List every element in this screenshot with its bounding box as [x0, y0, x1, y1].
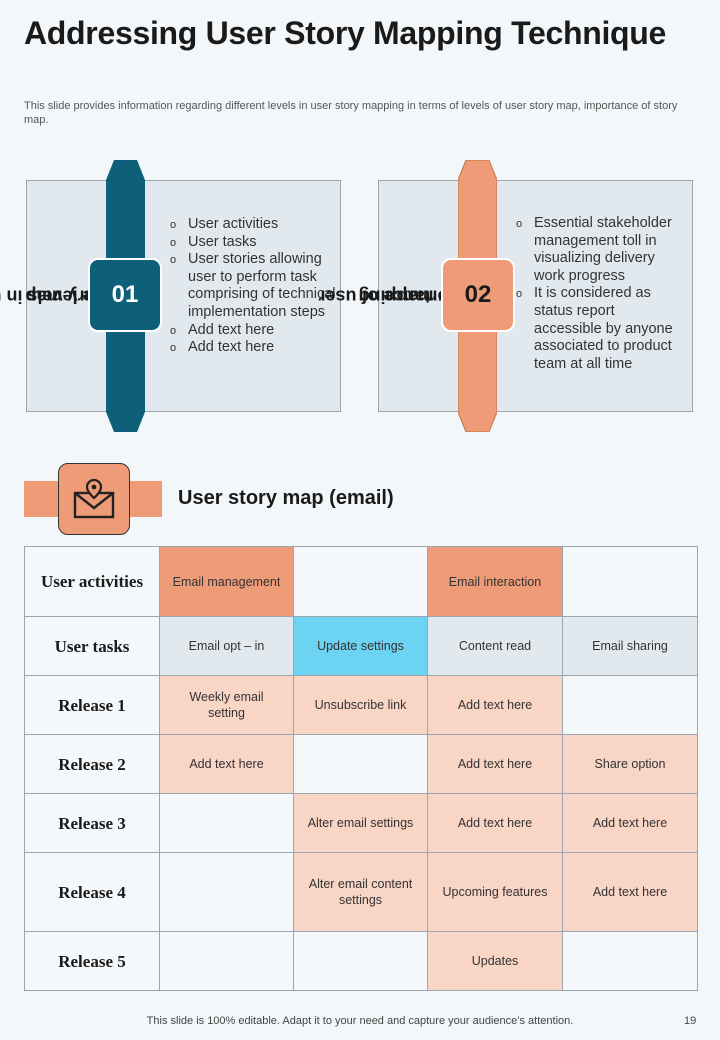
table-cell: Add text here [159, 734, 294, 794]
table-row: User tasks Email opt – in Update setting… [24, 616, 698, 676]
row-header: Release 3 [24, 793, 160, 853]
email-location-icon [58, 463, 130, 535]
table-cell [293, 546, 428, 617]
card-levels-number: 01 [88, 258, 162, 332]
table-cell: Add text here [427, 793, 563, 853]
page-number: 19 [684, 1015, 697, 1027]
bullet-item: Add text here [170, 339, 336, 357]
row-header: Release 1 [24, 675, 160, 735]
row-header: User activities [24, 546, 160, 617]
bullet-item: User activities [170, 216, 336, 234]
row-header: Release 5 [24, 931, 160, 991]
table-cell: Alter email content settings [293, 852, 428, 932]
table-cell: Content read [427, 616, 563, 676]
table-cell [562, 931, 698, 991]
table-cell [293, 734, 428, 794]
table-cell: Email management [159, 546, 294, 617]
table-cell: Upcoming features [427, 852, 563, 932]
page-title: Addressing User Story Mapping Technique [24, 15, 667, 51]
bullet-item: Essential stakeholder management toll in… [516, 215, 686, 285]
table-cell: Update settings [293, 616, 428, 676]
table-cell: Add text here [562, 852, 698, 932]
table-cell: Unsubscribe link [293, 675, 428, 735]
table-cell [159, 852, 294, 932]
table-cell: Add text here [562, 793, 698, 853]
row-header: Release 4 [24, 852, 160, 932]
table-cell [293, 931, 428, 991]
bullet-item: User stories allowing user to perform ta… [170, 251, 336, 321]
card-importance-number: 02 [441, 258, 515, 332]
row-header: Release 2 [24, 734, 160, 794]
table-row: Release 4 Alter email content settings U… [24, 852, 698, 932]
card-levels-bullets: User activities User tasks User stories … [170, 216, 336, 357]
bullet-item: User tasks [170, 234, 336, 252]
table-cell: Alter email settings [293, 793, 428, 853]
table-row: Release 1 Weekly email setting Unsubscri… [24, 675, 698, 735]
table-row: Release 2 Add text here Add text here Sh… [24, 734, 698, 794]
table-cell: Updates [427, 931, 563, 991]
table-cell: Email sharing [562, 616, 698, 676]
table-cell [159, 793, 294, 853]
table-row: User activities Email management Email i… [24, 546, 698, 617]
card-importance-bullets: Essential stakeholder management toll in… [516, 215, 686, 373]
table-row: Release 3 Alter email settings Add text … [24, 793, 698, 853]
table-cell: Email opt – in [159, 616, 294, 676]
row-header: User tasks [24, 616, 160, 676]
bullet-item: Add text here [170, 322, 336, 340]
table-cell: Add text here [427, 734, 563, 794]
table-cell [562, 675, 698, 735]
table-cell: Weekly email setting [159, 675, 294, 735]
bullet-item: It is considered as status report access… [516, 285, 686, 373]
footer-note: This slide is 100% editable. Adapt it to… [146, 1015, 574, 1027]
page-subtitle: This slide provides information regardin… [24, 100, 678, 126]
table-cell: Share option [562, 734, 698, 794]
table-cell [562, 546, 698, 617]
table-row: Release 5 Updates [24, 931, 698, 991]
section-title: User story map (email) [178, 487, 394, 509]
story-map-table: User activities Email management Email i… [24, 546, 698, 991]
table-cell: Email interaction [427, 546, 563, 617]
table-cell: Add text here [427, 675, 563, 735]
table-cell [159, 931, 294, 991]
